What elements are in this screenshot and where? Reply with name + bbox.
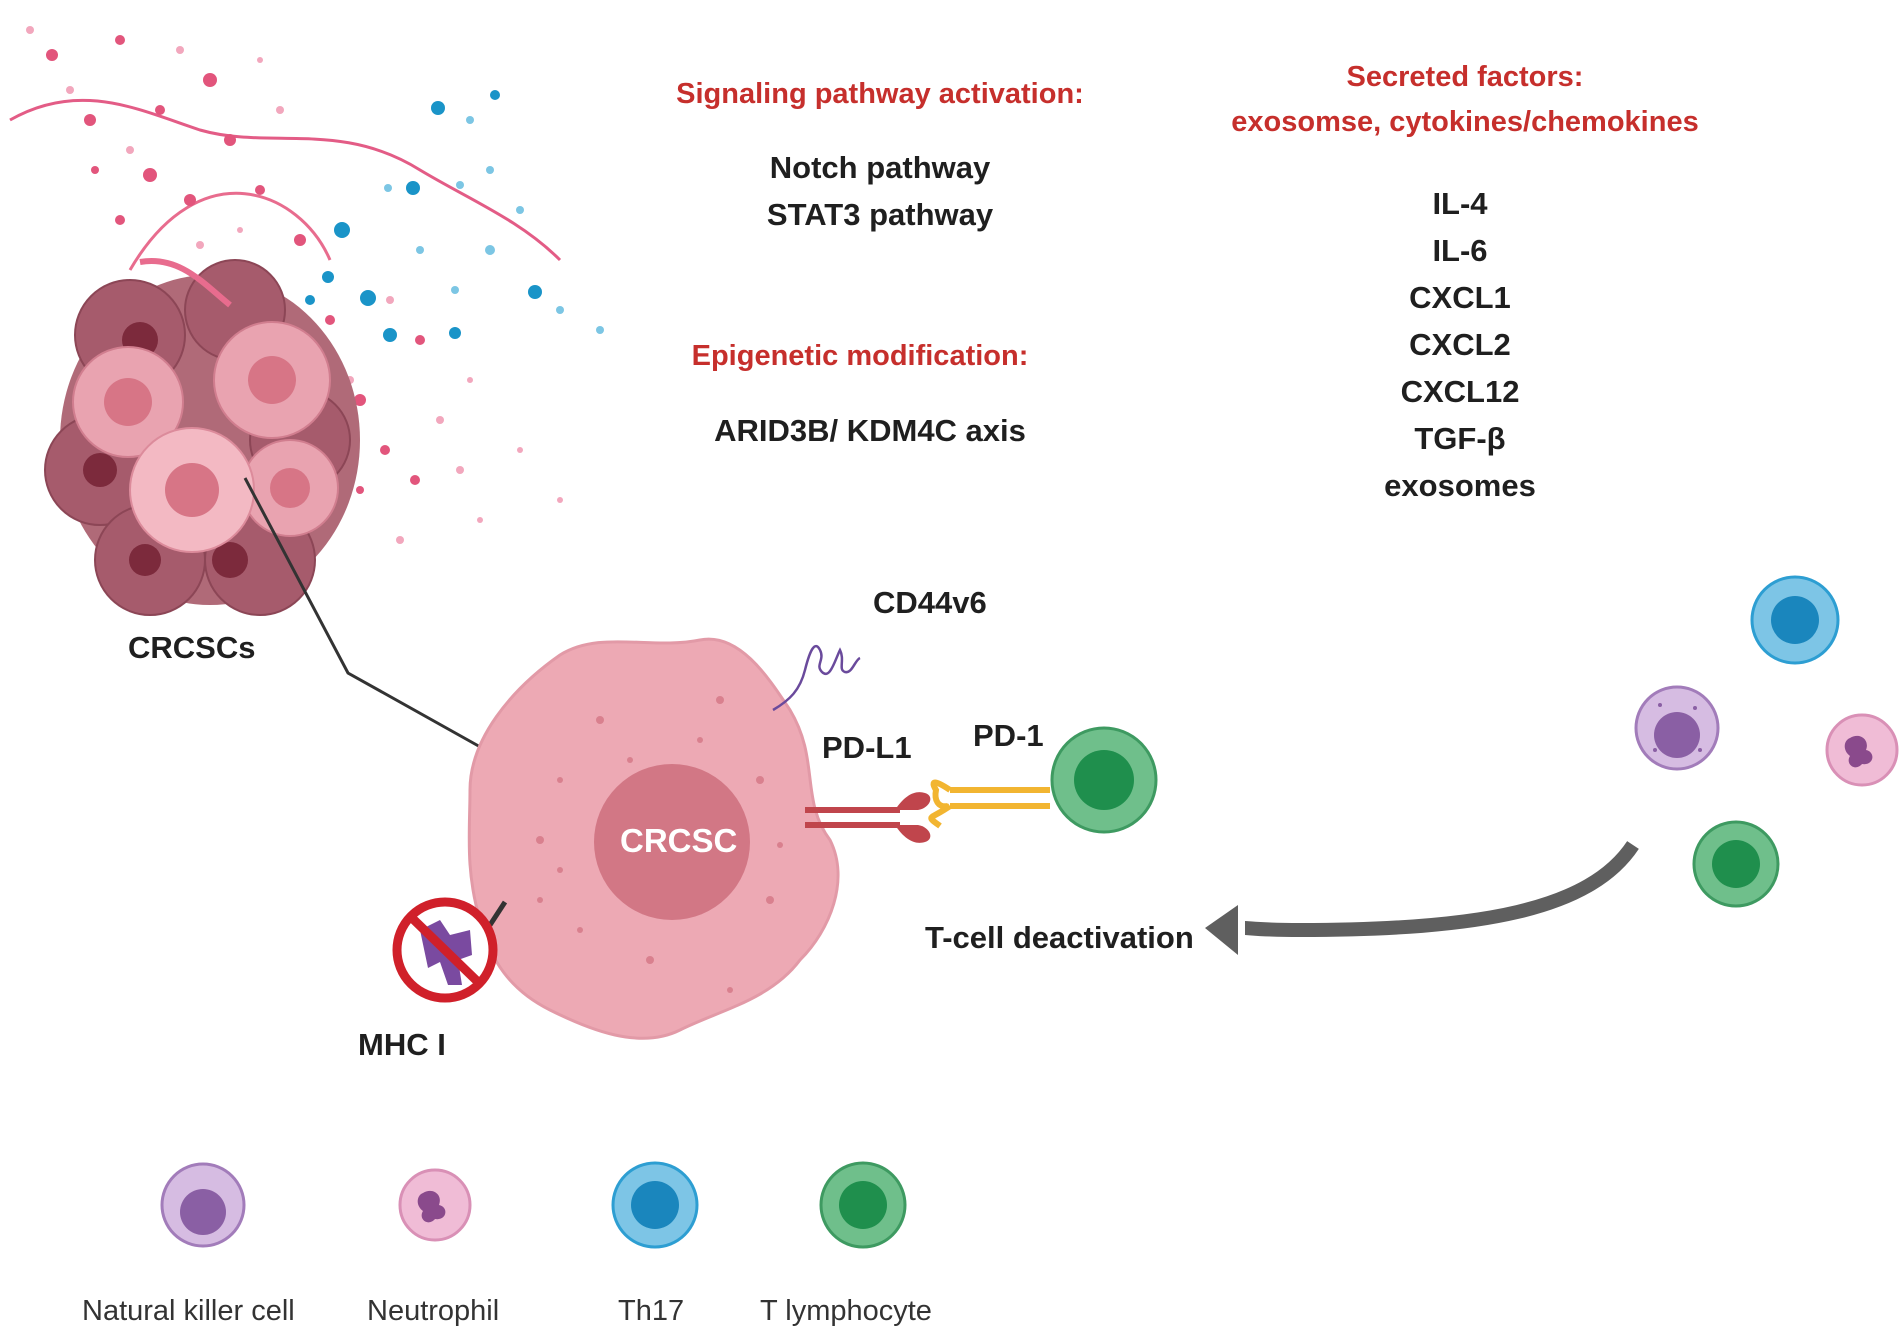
pdl1-receptor-icon (805, 792, 931, 843)
recruitment-arrow (1244, 841, 1639, 938)
crcsc-cell-icon (467, 637, 840, 1040)
crcsc-label: CRCSC (620, 822, 738, 859)
signaling-item: STAT3 pathway (766, 197, 994, 232)
pdl1-label: PD-L1 (822, 730, 912, 765)
cd44v6-receptor-icon (772, 644, 861, 712)
immune-cell-group (1634, 575, 1899, 908)
secreted-item: IL-4 (1432, 186, 1488, 221)
nk-cell-icon (1634, 685, 1720, 771)
legend-neutrophil-icon (398, 1168, 472, 1242)
legend-nk-cell-icon (160, 1162, 246, 1248)
legend-th17-icon (611, 1161, 699, 1249)
mhc-label: MHC I (358, 1027, 446, 1062)
crcscs-label: CRCSCs (128, 630, 256, 665)
t-cell-icon (1050, 726, 1158, 834)
legend-label: Natural killer cell (82, 1295, 295, 1327)
pd1-receptor-icon (928, 779, 1050, 829)
pd1-label: PD-1 (973, 718, 1044, 753)
legend-label: Th17 (618, 1295, 685, 1327)
secreted-particles (9, 26, 604, 544)
neutrophil-cell-icon (1825, 713, 1899, 787)
th17-cell-icon (1750, 575, 1840, 665)
mhc-blocked-icon (392, 897, 508, 1003)
signaling-item: Notch pathway (769, 150, 991, 185)
secreted-title: Secreted factors: exosomse, cytokines/ch… (1155, 55, 1775, 145)
legend-t-lymphocyte-icon (819, 1161, 907, 1249)
secreted-item: CXCL1 (1409, 280, 1511, 315)
signaling-items: Notch pathway STAT3 pathway (680, 144, 1080, 238)
connector-line (243, 477, 501, 760)
legend-label: Neutrophil (367, 1295, 500, 1327)
secreted-item: CXCL12 (1400, 374, 1520, 409)
epigenetic-title: Epigenetic modification: (691, 340, 1029, 372)
secreted-title-line1: Secreted factors: (1346, 61, 1584, 93)
secreted-item: exosomes (1384, 468, 1536, 503)
secreted-item: IL-6 (1432, 233, 1488, 268)
tumor-cluster-icon (44, 257, 360, 616)
cd44v6-label: CD44v6 (873, 585, 987, 620)
secreted-items: IL-4 IL-6 CXCL1 CXCL2 CXCL12 TGF-β exoso… (1310, 180, 1610, 509)
tcell-deactivation-label: T-cell deactivation (925, 920, 1194, 955)
secreted-item: TGF-β (1414, 421, 1506, 456)
epigenetic-item: ARID3B/ KDM4C axis (714, 413, 1026, 448)
legend-label: T lymphocyte (760, 1295, 932, 1327)
secreted-item: CXCL2 (1409, 327, 1511, 362)
t-lymphocyte-cell-icon (1692, 820, 1780, 908)
secreted-title-line2: exosomse, cytokines/chemokines (1231, 106, 1699, 138)
signaling-title: Signaling pathway activation: (676, 78, 1084, 110)
